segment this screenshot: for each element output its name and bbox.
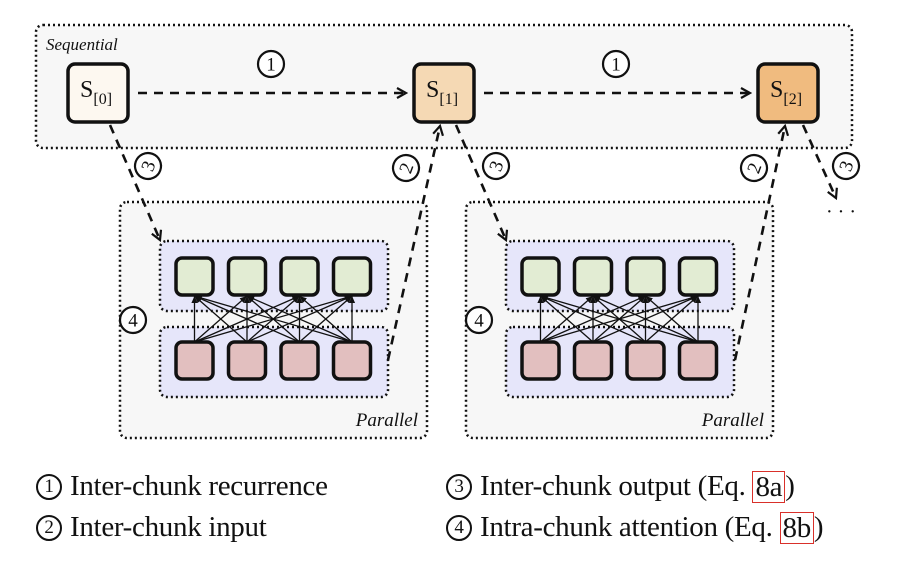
recurrence-marker-icon: 1	[256, 49, 286, 79]
output-arrow	[108, 124, 160, 240]
output-token-node	[331, 256, 373, 297]
attention-edge	[645, 295, 699, 343]
attention-edge	[194, 295, 248, 343]
marker-3-icon: 3	[446, 473, 472, 500]
marker-circle-icon	[481, 151, 511, 181]
input-token-node	[520, 340, 561, 381]
output-arrow	[801, 124, 836, 198]
legend-item-2: 2 Inter-chunk input	[36, 511, 267, 544]
sequential-label: Sequential	[46, 35, 118, 54]
marker-number: 4	[128, 311, 138, 332]
state-node-0: S[0]	[66, 62, 130, 124]
input-marker-icon: 2	[739, 153, 769, 183]
input-token-node	[279, 340, 320, 381]
state-subscript: [2]	[783, 91, 802, 108]
output-token-node	[226, 256, 268, 297]
marker-number: 1	[611, 55, 621, 76]
output-token-node	[174, 256, 215, 297]
chunkwise-diagram: Sequential Parallel Parallel S[0] S[1] S[2]…	[34, 23, 861, 440]
marker-4-icon: 4	[446, 514, 472, 541]
output-token-node	[520, 256, 561, 297]
attention-edge	[540, 294, 699, 343]
marker-circle-icon	[464, 305, 494, 335]
marker-circle-icon	[118, 305, 148, 335]
output-marker-icon: 3	[481, 151, 511, 181]
output-token-node	[572, 256, 614, 297]
legend-item-4: 4 Intra-chunk attention (Eq. 8b )	[446, 511, 824, 544]
marker-2-icon: 2	[36, 514, 62, 541]
continuation-dots: · · ·	[826, 201, 856, 223]
input-arrow	[386, 126, 440, 361]
parallel-label: Parallel	[355, 410, 418, 431]
marker-circle-icon	[831, 151, 861, 181]
input-token-node	[677, 340, 719, 381]
marker-circle-icon	[739, 153, 769, 183]
parallel-block-1: Parallel	[464, 200, 775, 440]
marker-circle-icon	[601, 49, 631, 79]
attention-edge	[194, 294, 353, 343]
attention-edge	[194, 295, 300, 343]
legend-text: Inter-chunk output (Eq.	[480, 470, 753, 502]
output-arrow	[454, 124, 506, 240]
output-marker-icon: 3	[133, 151, 163, 181]
marker-circle-icon	[256, 49, 286, 79]
input-marker-icon: 2	[391, 153, 421, 183]
attention-edge	[540, 295, 646, 343]
output-marker-icon: 3	[831, 151, 861, 181]
output-chunk-region	[504, 239, 736, 313]
parallel-block-0: Parallel	[118, 200, 429, 440]
legend-close-paren: )	[813, 511, 824, 543]
state-box	[66, 62, 130, 124]
legend-item-3: 3 Inter-chunk output (Eq. 8a )	[446, 470, 795, 503]
input-chunk-region	[504, 325, 736, 399]
parallel-label: Parallel	[701, 410, 764, 431]
output-token-node	[279, 256, 320, 297]
input-chunk-region	[158, 325, 390, 399]
state-box	[756, 62, 820, 124]
equation-ref-link[interactable]: 8b	[779, 511, 814, 544]
state-box	[412, 62, 476, 124]
attention-edge	[299, 295, 353, 343]
state-node-2: S[2]	[756, 62, 820, 124]
marker-1-icon: 1	[36, 473, 62, 500]
marker-number: 4	[474, 311, 484, 332]
attention-edge	[540, 295, 594, 343]
marker-circle-icon	[133, 151, 163, 181]
attention-edge	[592, 295, 699, 343]
marker-circle-icon	[391, 153, 421, 183]
state-node-1: S[1]	[412, 62, 476, 124]
output-token-node	[625, 256, 666, 297]
marker-number: 1	[266, 55, 276, 76]
input-token-node	[572, 340, 614, 381]
legend-text: Intra-chunk attention (Eq.	[480, 511, 780, 543]
intra-chunk-marker-icon: 4	[118, 305, 148, 335]
attention-edge	[246, 295, 353, 343]
input-token-node	[625, 340, 666, 381]
legend-text: Inter-chunk recurrence	[70, 470, 328, 502]
input-token-node	[226, 340, 268, 381]
legend-item-1: 1 Inter-chunk recurrence	[36, 470, 328, 503]
legend-text: Inter-chunk input	[70, 511, 267, 543]
legend-close-paren: )	[785, 470, 795, 502]
output-token-node	[677, 256, 719, 297]
input-token-node	[331, 340, 373, 381]
input-token-node	[174, 340, 215, 381]
state-subscript: [0]	[93, 91, 112, 108]
input-arrow	[733, 126, 785, 361]
equation-ref-link[interactable]: 8a	[752, 470, 786, 503]
recurrence-marker-icon: 1	[601, 49, 631, 79]
output-chunk-region	[158, 239, 390, 313]
state-subscript: [1]	[439, 91, 458, 108]
intra-chunk-marker-icon: 4	[464, 305, 494, 335]
